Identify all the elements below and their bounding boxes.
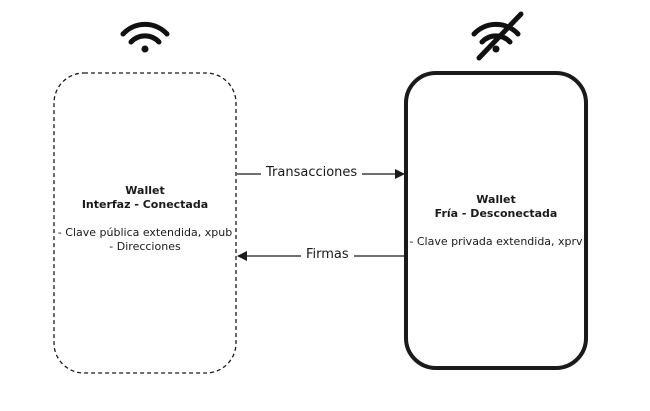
hot-wallet-text: Wallet Interfaz - Conectada - Clave públ… [54, 184, 236, 254]
cold-wallet-text: Wallet Fría - Desconectada - Clave priva… [408, 193, 584, 249]
cold-wallet-subtitle: Fría - Desconectada [434, 207, 558, 220]
cold-wallet-box [404, 71, 588, 370]
hot-wallet-item-addresses: - Direcciones [109, 240, 181, 253]
hot-wallet-subtitle: Interfaz - Conectada [81, 198, 209, 211]
cold-wallet-title: Wallet [476, 193, 516, 206]
hot-wallet-box [53, 72, 237, 374]
hot-wallet-title: Wallet [125, 184, 165, 197]
wifi-off-icon [471, 11, 524, 61]
signatures-label: Firmas [301, 247, 354, 263]
wifi-icon [120, 21, 170, 53]
hot-wallet-item-xpub: - Clave pública extendida, xpub [57, 226, 233, 239]
transactions-label: Transacciones [261, 165, 363, 181]
cold-wallet-item-xprv: - Clave privada extendida, xprv [409, 235, 583, 248]
